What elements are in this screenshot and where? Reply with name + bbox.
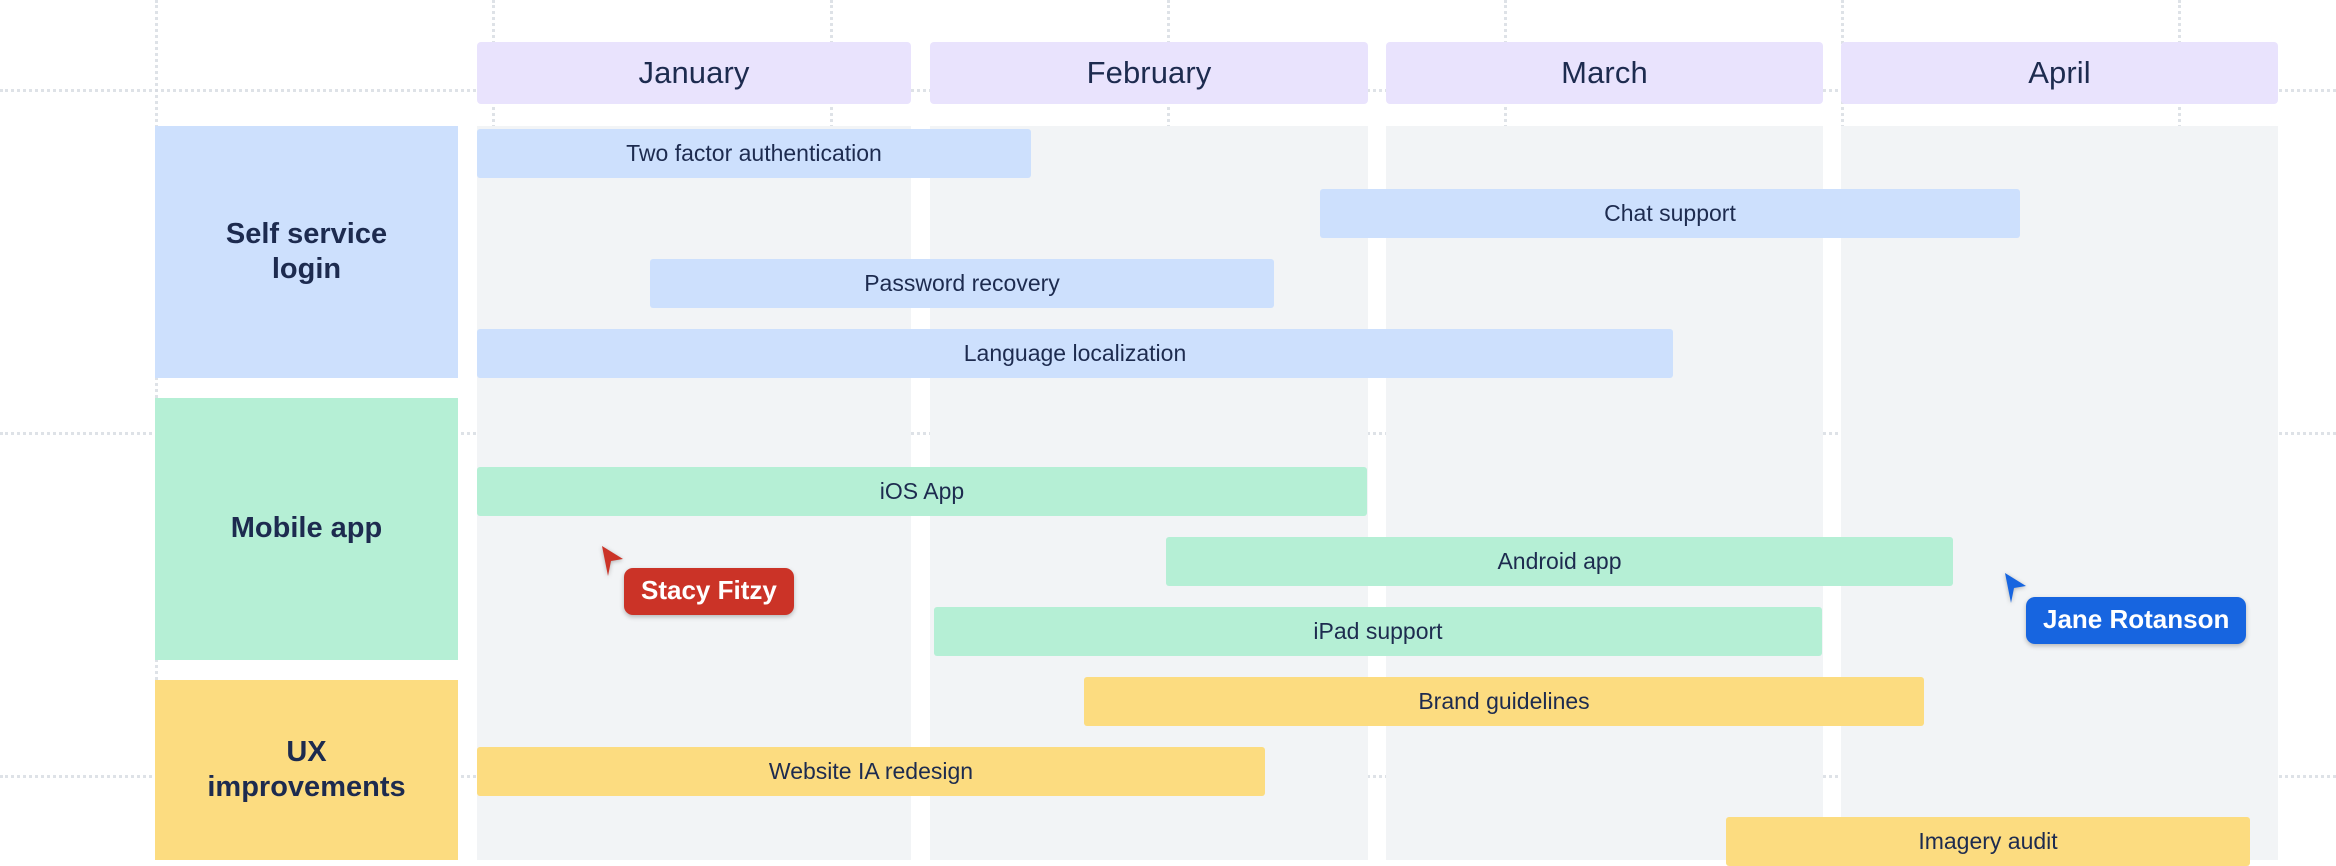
cursor-pointer-icon (600, 545, 626, 579)
task-bar[interactable]: Password recovery (650, 259, 1274, 308)
task-bar[interactable]: Brand guidelines (1084, 677, 1924, 726)
task-bar-label: Two factor authentication (626, 140, 882, 166)
task-bar-label: Language localization (963, 340, 1187, 366)
task-bar[interactable]: Two factor authentication (477, 129, 1031, 178)
task-bar-label: iPad support (1313, 618, 1443, 644)
task-bar-label: Chat support (1604, 200, 1736, 226)
month-header-label: February (1086, 55, 1212, 90)
month-header-march[interactable]: March (1386, 42, 1823, 104)
task-bar[interactable]: Website IA redesign (477, 747, 1265, 796)
group-label-text: Mobile app (230, 512, 383, 545)
task-bar-label: Website IA redesign (768, 758, 974, 784)
task-bar-label: iOS App (879, 478, 965, 504)
group-label-mobile-app[interactable]: Mobile app (155, 398, 458, 660)
month-header-february[interactable]: February (930, 42, 1368, 104)
collaborator-name-badge[interactable]: Stacy Fitzy (624, 568, 794, 615)
month-header-label: March (1561, 55, 1648, 90)
month-header-label: January (638, 55, 750, 90)
task-bar-label: Imagery audit (1918, 828, 2058, 854)
timeline-track-march (1386, 126, 1823, 860)
task-bar[interactable]: Android app (1166, 537, 1953, 586)
task-bar-label: Android app (1497, 548, 1622, 574)
task-bar[interactable]: iPad support (934, 607, 1822, 656)
task-bar-label: Brand guidelines (1418, 688, 1590, 714)
task-bar[interactable]: Chat support (1320, 189, 2020, 238)
month-header-label: April (2028, 55, 2091, 90)
task-bar[interactable]: Imagery audit (1726, 817, 2250, 866)
collaborator-name-badge[interactable]: Jane Rotanson (2026, 597, 2247, 644)
task-bar-label: Password recovery (864, 270, 1060, 296)
timeline-track-april (1841, 126, 2278, 860)
task-bar[interactable]: iOS App (477, 467, 1367, 516)
month-header-april[interactable]: April (1841, 42, 2278, 104)
month-header-january[interactable]: January (477, 42, 911, 104)
task-bar[interactable]: Language localization (477, 329, 1673, 378)
cursor-pointer-icon (2003, 572, 2029, 606)
